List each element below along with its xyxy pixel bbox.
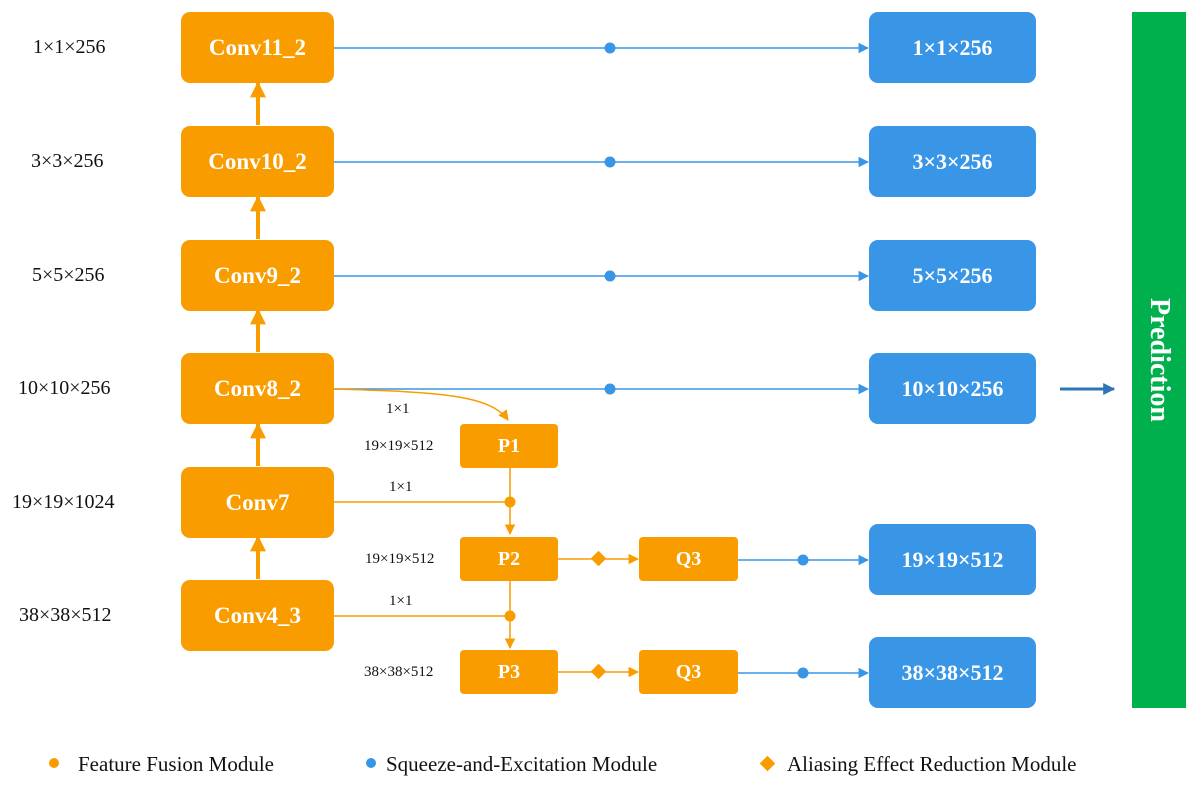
ffm-dot [504, 610, 516, 622]
se-module-dot [604, 42, 616, 54]
dim-label: 19×19×1024 [12, 491, 115, 513]
se-module-dot [604, 270, 616, 282]
aer-diamond [590, 663, 607, 680]
output-block: 1×1×256 [869, 12, 1036, 83]
output-block: 38×38×512 [869, 637, 1036, 708]
se-module-dot [797, 667, 809, 679]
conv-block: Conv7 [181, 467, 334, 538]
pyramid-dim-label: 38×38×512 [364, 664, 434, 680]
pyramid-block-p3: P3 [460, 650, 558, 694]
prediction-label: Prediction [1144, 298, 1175, 422]
conn-label: 1×1 [389, 479, 413, 495]
conv-block: Conv9_2 [181, 240, 334, 311]
q-block: Q3 [639, 650, 738, 694]
legend-se-label: Squeeze-and-Excitation Module [386, 752, 658, 776]
dim-label: 3×3×256 [31, 150, 104, 172]
ffm-dot [504, 496, 516, 508]
conv-block: Conv11_2 [181, 12, 334, 83]
dim-label: 10×10×256 [18, 377, 111, 399]
pyramid-block-p1: P1 [460, 424, 558, 468]
se-module-dot [604, 383, 616, 395]
dim-label: 1×1×256 [33, 36, 106, 58]
se-legend-icon [366, 758, 376, 768]
ffm-legend-icon [49, 758, 59, 768]
dim-label: 38×38×512 [19, 604, 112, 626]
conn-label: 1×1 [389, 593, 413, 609]
se-module-dot [797, 554, 809, 566]
se-module-dot [604, 156, 616, 168]
dim-label: 5×5×256 [32, 264, 105, 286]
lateral-connector [333, 388, 509, 421]
aer-diamond [590, 550, 607, 567]
conn-label: 1×1 [386, 401, 410, 417]
output-block: 3×3×256 [869, 126, 1036, 197]
conv-block: Conv8_2 [181, 353, 334, 424]
output-block: 10×10×256 [869, 353, 1036, 424]
legend-ffm-label: Feature Fusion Module [78, 752, 274, 776]
output-block: 19×19×512 [869, 524, 1036, 595]
prediction-bar: Prediction [1132, 12, 1186, 708]
output-block: 5×5×256 [869, 240, 1036, 311]
pyramid-block-p2: P2 [460, 537, 558, 581]
legend-aer-label: Aliasing Effect Reduction Module [787, 752, 1077, 776]
conv-block: Conv10_2 [181, 126, 334, 197]
pyramid-dim-label: 19×19×512 [365, 551, 435, 567]
conv-block: Conv4_3 [181, 580, 334, 651]
q-block: Q3 [639, 537, 738, 581]
pyramid-dim-label: 19×19×512 [364, 438, 434, 454]
